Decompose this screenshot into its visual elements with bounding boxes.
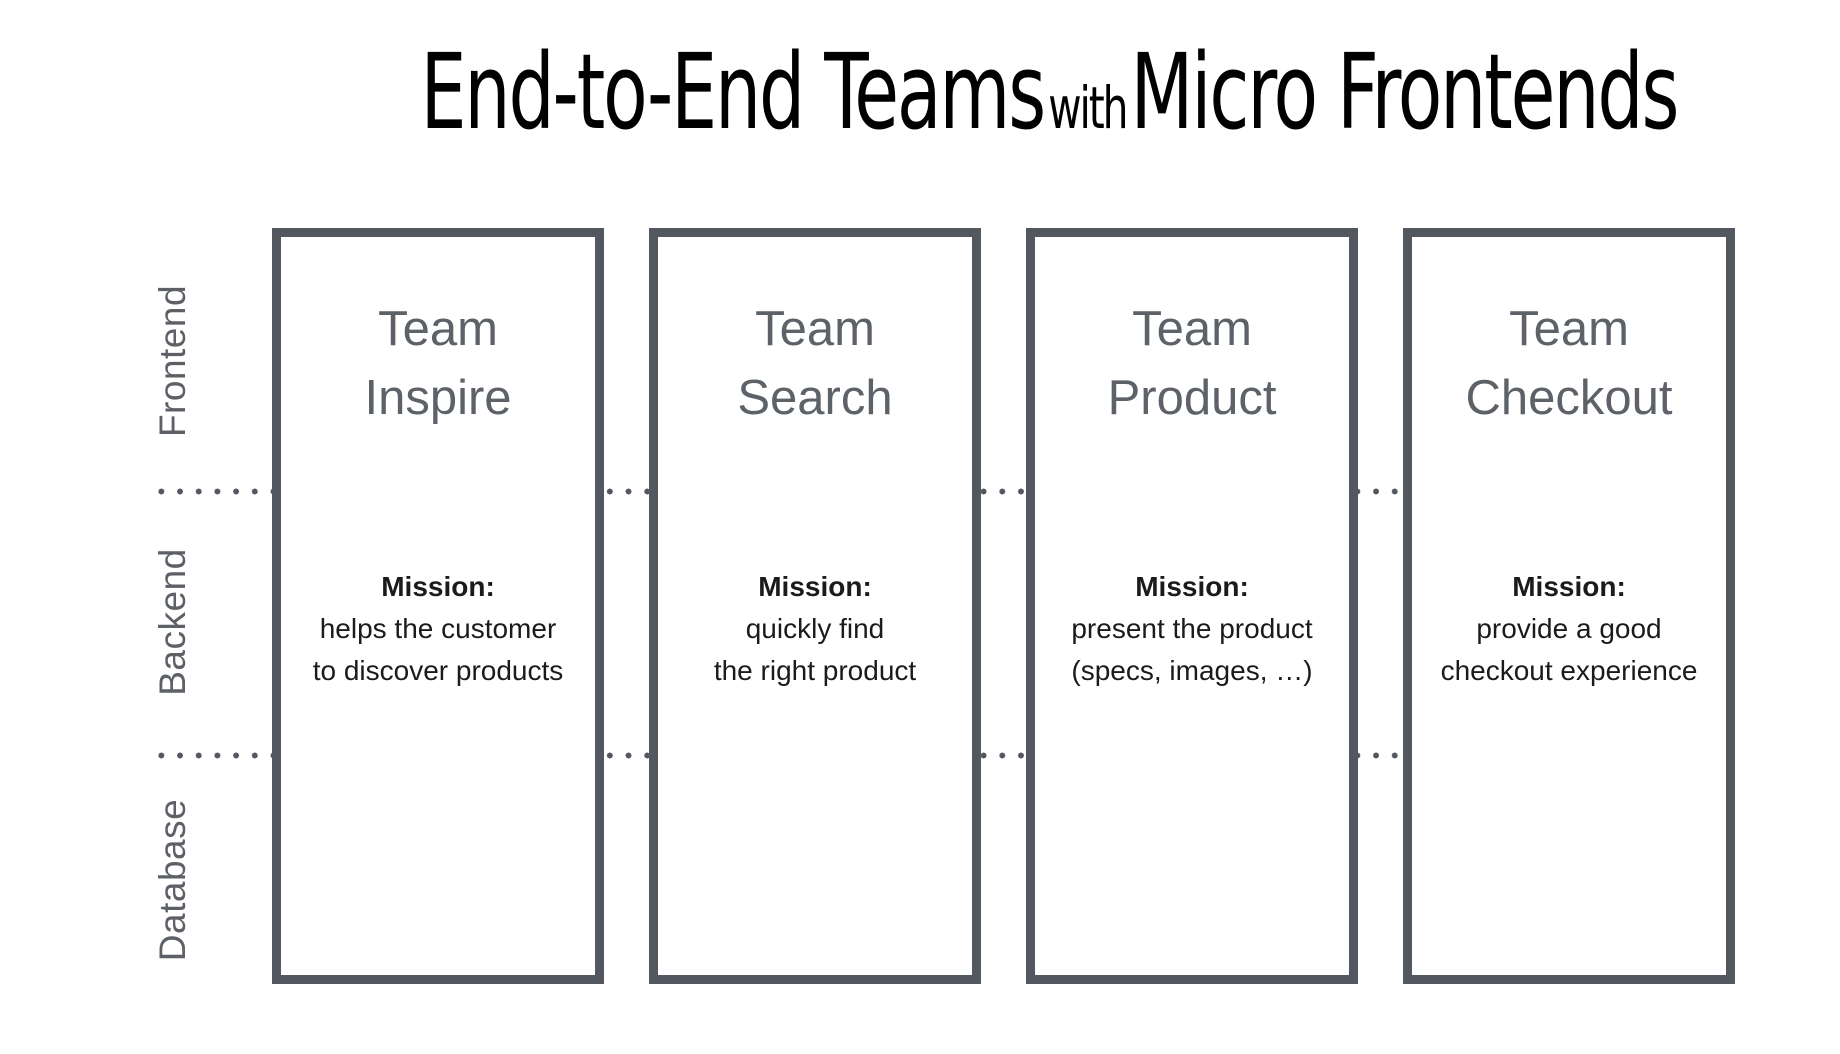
team-name: Team Product [1035, 295, 1349, 433]
team-name-line: Team [755, 302, 875, 356]
team-box-inspire: Team Inspire Mission: helps the customer… [272, 228, 604, 984]
mission-line: provide a good [1476, 613, 1662, 644]
mission-line: the right product [713, 655, 917, 686]
mission-line: (specs, images, …) [1071, 655, 1313, 686]
team-box-checkout: Team Checkout Mission: provide a good ch… [1403, 228, 1735, 984]
mission-label: Mission: [1512, 571, 1626, 602]
team-mission: Mission: quickly find the right product [658, 566, 972, 692]
team-mission: Mission: present the product (specs, ima… [1035, 566, 1349, 692]
mission-line: quickly find [745, 613, 885, 644]
title-connector: with [1048, 74, 1128, 142]
team-mission: Mission: helps the customer to discover … [281, 566, 595, 692]
team-name-line: Product [1107, 371, 1277, 425]
layer-label-frontend: Frontend [152, 284, 193, 438]
mission-label: Mission: [758, 571, 872, 602]
team-box-product: Team Product Mission: present the produc… [1026, 228, 1358, 984]
title-left: End-to-End Teams [420, 31, 1047, 153]
title-right: Micro Frontends [1130, 31, 1680, 153]
team-name-line: Inspire [364, 371, 512, 425]
team-name: Team Inspire [281, 295, 595, 433]
mission-label: Mission: [1135, 571, 1249, 602]
team-name: Team Search [658, 295, 972, 433]
team-name-line: Team [1509, 302, 1629, 356]
mission-line: checkout experience [1440, 655, 1698, 686]
team-name: Team Checkout [1412, 295, 1726, 433]
team-mission: Mission: provide a good checkout experie… [1412, 566, 1726, 692]
layer-label-database: Database [152, 798, 193, 962]
team-box-search: Team Search Mission: quickly find the ri… [649, 228, 981, 984]
layer-label-backend: Backend [152, 548, 193, 696]
diagram-title: End-to-End TeamswithMicro Frontends [420, 31, 1680, 166]
mission-line: helps the customer [319, 613, 557, 644]
mission-line: present the product [1071, 613, 1313, 644]
team-name-line: Team [378, 302, 498, 356]
team-name-line: Checkout [1465, 371, 1673, 425]
team-name-line: Team [1132, 302, 1252, 356]
team-name-line: Search [737, 371, 893, 425]
mission-line: to discover products [312, 655, 564, 686]
mission-label: Mission: [381, 571, 495, 602]
